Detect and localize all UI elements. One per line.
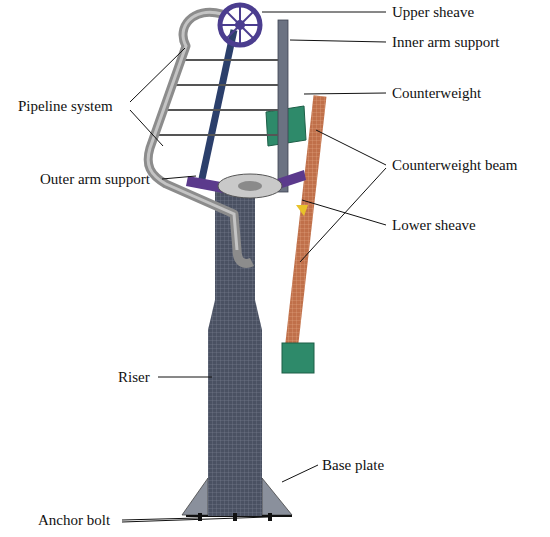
part-label: Riser — [118, 368, 150, 386]
upper-sheave — [220, 5, 260, 45]
pipeline-highlight — [148, 12, 237, 250]
inner-arm-support — [278, 20, 288, 192]
leader-line — [122, 12, 386, 522]
part-label: Lower sheave — [392, 216, 476, 234]
lower-sheave — [186, 170, 308, 216]
part-label: Base plate — [322, 456, 384, 474]
part-label: Pipeline system — [18, 97, 113, 115]
part-label: Outer arm support — [40, 170, 150, 188]
part-label: Counterweight — [392, 84, 481, 102]
part-label: Counterweight beam — [392, 156, 517, 174]
pipeline-system — [148, 12, 252, 263]
part-label: Upper sheave — [392, 3, 474, 21]
part-label: Anchor bolt — [38, 511, 110, 529]
part-label: Inner arm support — [392, 33, 499, 51]
counterweight — [266, 106, 314, 373]
